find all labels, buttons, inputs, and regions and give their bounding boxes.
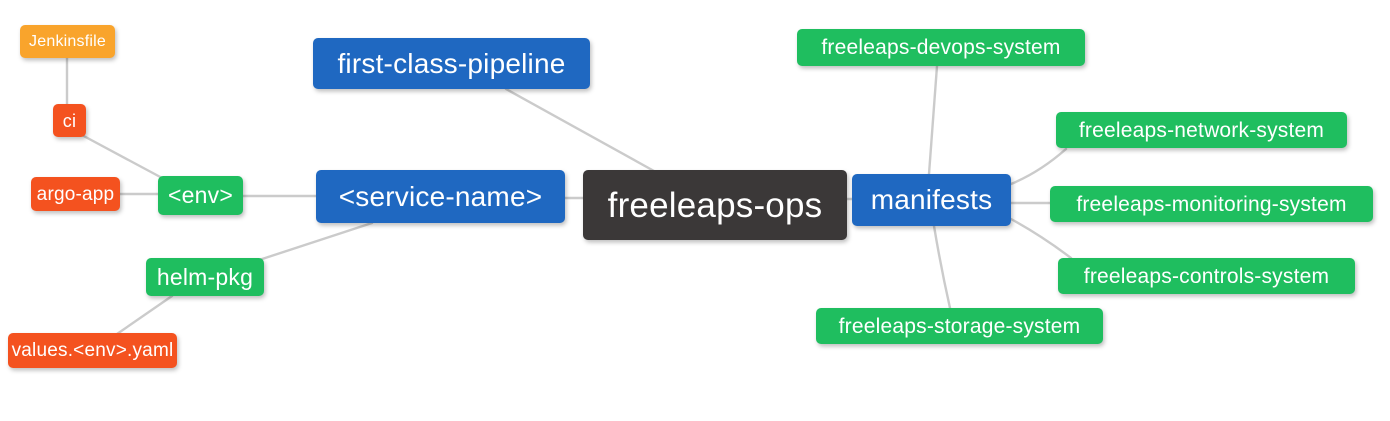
node-helm-pkg[interactable]: helm-pkg: [146, 258, 264, 296]
node-manifests[interactable]: manifests: [852, 174, 1011, 226]
node-values-env-yaml[interactable]: values.<env>.yaml: [8, 333, 177, 368]
node-freeleaps-ops[interactable]: freeleaps-ops: [583, 170, 847, 240]
node-ci[interactable]: ci: [53, 104, 86, 137]
edge-helm-pkg-values-env-yaml: [115, 294, 174, 336]
edge-manifests-devops-system: [927, 64, 939, 176]
node-first-class-pipeline[interactable]: first-class-pipeline: [313, 38, 590, 89]
edge-manifests-controls-system: [1009, 217, 1073, 260]
edge-pipeline-freeleaps-ops: [504, 87, 656, 173]
edge-service-name-helm-pkg: [254, 221, 374, 263]
edge-ci-env: [78, 132, 166, 181]
node-freeleaps-monitoring-system[interactable]: freeleaps-monitoring-system: [1050, 186, 1373, 222]
node-env[interactable]: <env>: [158, 176, 243, 215]
node-argo-app[interactable]: argo-app: [31, 177, 120, 211]
node-freeleaps-devops-system[interactable]: freeleaps-devops-system: [797, 29, 1085, 66]
node-jenkinsfile[interactable]: Jenkinsfile: [20, 25, 115, 58]
edge-manifests-storage-system: [932, 224, 952, 310]
node-freeleaps-storage-system[interactable]: freeleaps-storage-system: [816, 308, 1103, 344]
node-service-name[interactable]: <service-name>: [316, 170, 565, 223]
node-freeleaps-network-system[interactable]: freeleaps-network-system: [1056, 112, 1347, 148]
edge-manifests-network-system: [1009, 147, 1068, 186]
node-freeleaps-controls-system[interactable]: freeleaps-controls-system: [1058, 258, 1355, 294]
